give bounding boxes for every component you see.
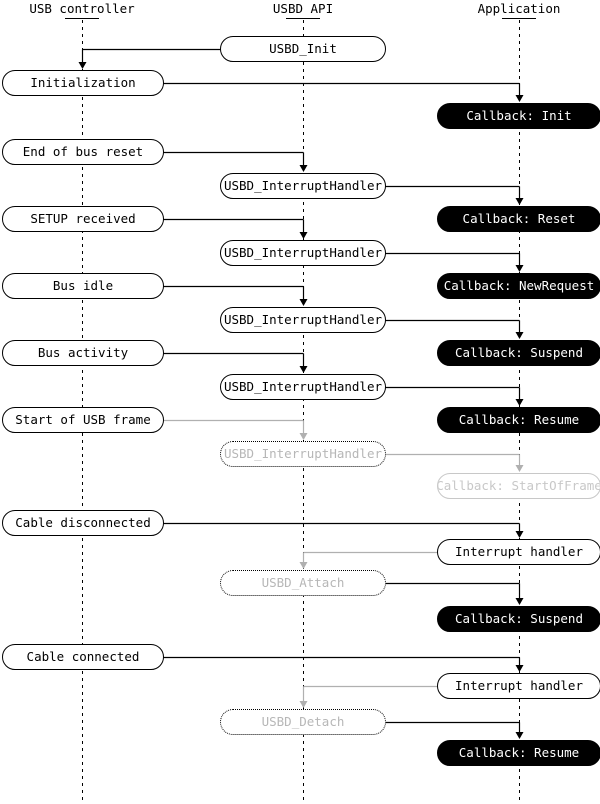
node-label: Interrupt handler [455, 543, 583, 559]
connector-c14 [299, 551, 438, 569]
lifeline-header-application: Application [477, 1, 561, 16]
arrow-head [299, 562, 308, 569]
node-n18: Callback: StartOfFrame [437, 473, 600, 499]
node-n25: USBD_Detach [220, 709, 386, 735]
node-label: Interrupt handler [455, 677, 583, 693]
node-label: USBD_InterruptHandler [223, 378, 383, 394]
node-n20: Interrupt handler [437, 539, 600, 565]
arrow-head [299, 299, 308, 306]
node-n9: Callback: NewRequest [437, 273, 600, 299]
connector-c4 [385, 185, 524, 205]
node-label: Cable connected [26, 648, 140, 664]
node-label: Start of USB frame [15, 411, 151, 427]
lifeline-header-usb-controller: USB controller [29, 1, 135, 16]
arrow-head [515, 531, 524, 538]
arrow-head [299, 701, 308, 708]
connector-c12 [385, 453, 524, 472]
node-label: Callback: StartOfFrame [437, 477, 600, 493]
node-label: Callback: Suspend [455, 344, 583, 360]
node-n8: USBD_InterruptHandler [220, 240, 386, 266]
node-n14: USBD_InterruptHandler [220, 374, 386, 400]
connector-c17 [299, 685, 438, 708]
arrow-head [299, 433, 308, 440]
arrow-head [515, 465, 524, 472]
lifeline-header-bar-usb-controller [65, 18, 99, 19]
node-n1: USBD_Init [220, 36, 386, 62]
node-label: Callback: Resume [458, 744, 580, 760]
connector-c15 [385, 582, 524, 605]
arrow-head [299, 366, 308, 373]
connector-c13 [163, 522, 524, 538]
connector-c6 [385, 252, 524, 272]
arrow-head [515, 399, 524, 406]
node-label: USBD_Detach [261, 713, 345, 729]
arrow-head [515, 732, 524, 739]
node-label: Cable disconnected [15, 514, 151, 530]
lifeline-header-bar-application [502, 18, 536, 19]
node-label: USBD_InterruptHandler [223, 311, 383, 327]
node-n2: Initialization [2, 70, 164, 96]
arrow-head [515, 665, 524, 672]
connector-c1 [78, 48, 221, 69]
node-n19: Cable disconnected [2, 510, 164, 536]
node-label: USBD_InterruptHandler [223, 177, 383, 193]
arrow-head [515, 198, 524, 205]
connector-c2 [163, 82, 524, 102]
lifeline-header-bar-usbd-api [286, 18, 320, 19]
connector-c3 [163, 151, 308, 172]
arrow-head [299, 232, 308, 239]
node-n11: USBD_InterruptHandler [220, 307, 386, 333]
node-n16: Start of USB frame [2, 407, 164, 433]
node-label: Bus idle [52, 277, 114, 293]
arrow-head [515, 265, 524, 272]
node-n26: Callback: Resume [437, 740, 600, 766]
node-label: Callback: Resume [458, 411, 580, 427]
node-n6: Callback: Reset [437, 206, 600, 232]
node-n24: Interrupt handler [437, 673, 600, 699]
node-label: Callback: Suspend [455, 610, 583, 626]
connector-c11 [163, 419, 308, 440]
connector-c5 [163, 218, 308, 239]
node-label: Callback: Reset [462, 210, 576, 226]
node-label: Callback: Init [466, 107, 572, 123]
connector-c8 [385, 319, 524, 339]
arrow-head [515, 598, 524, 605]
node-label: USBD_Init [269, 40, 337, 56]
node-label: End of bus reset [22, 143, 144, 159]
connector-c18 [385, 721, 524, 739]
node-label: USBD_InterruptHandler [223, 244, 383, 260]
node-n13: Bus activity [2, 340, 164, 366]
node-n7: SETUP received [2, 206, 164, 232]
node-n21: USBD_Attach [220, 570, 386, 596]
node-n5: USBD_InterruptHandler [220, 173, 386, 199]
node-label: USBD_Attach [261, 574, 345, 590]
node-n3: Callback: Init [437, 103, 600, 129]
arrow-head [515, 95, 524, 102]
connector-c7 [163, 285, 308, 306]
connector-c16 [163, 656, 524, 672]
node-label: Initialization [30, 74, 136, 90]
node-n23: Cable connected [2, 644, 164, 670]
node-n10: Bus idle [2, 273, 164, 299]
lifeline-header-usbd-api: USBD API [272, 1, 334, 16]
node-n12: Callback: Suspend [437, 340, 600, 366]
node-label: Callback: NewRequest [443, 277, 595, 293]
arrow-head [299, 165, 308, 172]
node-label: Bus activity [37, 344, 129, 360]
connector-c10 [385, 386, 524, 406]
node-label: SETUP received [30, 210, 136, 226]
arrow-head [515, 332, 524, 339]
node-n15: Callback: Resume [437, 407, 600, 433]
node-n4: End of bus reset [2, 139, 164, 165]
arrow-head [78, 62, 87, 69]
node-label: USBD_InterruptHandler [223, 445, 383, 461]
node-n22: Callback: Suspend [437, 606, 600, 632]
connector-c9 [163, 352, 308, 373]
node-n17: USBD_InterruptHandler [220, 441, 386, 467]
